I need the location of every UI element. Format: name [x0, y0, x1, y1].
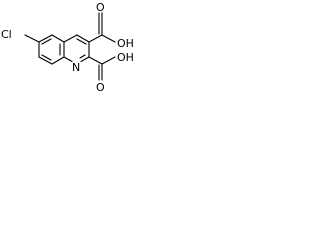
bond-c7-c8	[38, 56, 53, 65]
bond-c2-lower-carboxyl-carbon	[88, 56, 103, 65]
ring-nitrogen-label: N	[72, 61, 80, 74]
upper-hydroxyl-label: OH	[117, 37, 134, 50]
upper-carbonyl-oxygen-label: O	[96, 1, 105, 14]
chlorine-atom-label: Cl	[1, 28, 12, 41]
bond-c4-c3	[76, 34, 90, 43]
double-bond-c4-c3	[76, 38, 87, 45]
bond-lower-carboxyl-oh	[101, 56, 116, 65]
bond-c5-c6	[38, 34, 53, 43]
bond-c2-n1	[80, 56, 90, 63]
chemical-structure-diagram: Cl N O OH OH O	[1, 1, 134, 93]
bond-c6-cl	[24, 34, 40, 43]
lower-hydroxyl-label: OH	[117, 51, 134, 64]
lower-carbonyl-oxygen-label: O	[96, 81, 105, 93]
double-bond-c7-c8	[41, 54, 52, 61]
double-bond-c5-c6	[41, 38, 52, 45]
bond-upper-carboxyl-oh	[101, 34, 116, 43]
double-bond-c2-n1	[79, 54, 86, 59]
bond-n1-c8a	[63, 56, 73, 63]
bond-c4a-c4	[63, 34, 78, 43]
bond-c8-c8a	[51, 56, 65, 65]
bond-c3-upper-carboxyl-carbon	[88, 34, 103, 43]
bond-c4a-c5	[51, 34, 65, 43]
